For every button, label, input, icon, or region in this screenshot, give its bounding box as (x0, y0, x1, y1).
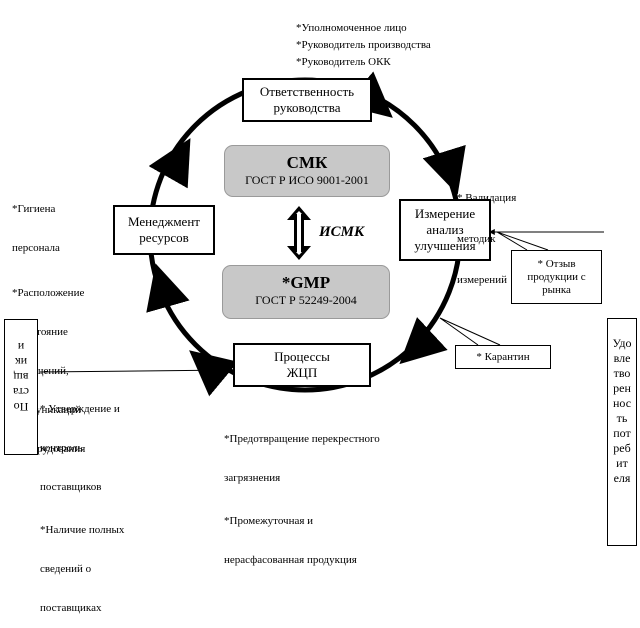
note-line: поставщиков (40, 481, 102, 493)
note-line: персонала (12, 242, 60, 254)
note-line: *Руководитель производства (296, 39, 431, 51)
box-lifecycle-processes-label: Процессы ЖЦП (274, 349, 330, 380)
smk-block: СМК ГОСТ Р ИСО 9001-2001 (224, 145, 390, 197)
smk-standard: ГОСТ Р ИСО 9001-2001 (245, 173, 369, 187)
box-product-recall-label: * Отзыв продукции с рынка (527, 257, 586, 296)
box-suppliers: По ста вщ ик и (4, 319, 38, 455)
note-line: *Гигиена (12, 203, 56, 215)
note-suppliers-approval: * Утверждение и контроль поставщиков *На… (40, 377, 124, 628)
note-line: *Руководитель ОКК (296, 56, 391, 68)
note-line: сведений о (40, 563, 92, 575)
cycle-arrow-left (146, 263, 190, 313)
note-line: поставщиках (40, 602, 102, 614)
box-lifecycle-processes: Процессы ЖЦП (233, 343, 371, 387)
cycle-arrow-bottom-right (399, 317, 448, 365)
note-line: * Валидация (457, 192, 517, 204)
note-line: *Предотвращение перекрестного (224, 433, 380, 445)
feedback-pointer (496, 231, 549, 251)
note-line: *Уполномоченное лицо (296, 22, 407, 34)
gmp-standard: ГОСТ Р 52249-2004 (255, 293, 357, 307)
note-line: контроль (40, 442, 83, 454)
note-authorized-persons: *Уполномоченное лицо *Руководитель произ… (296, 22, 431, 69)
note-line: нерасфасованная продукция (224, 554, 357, 566)
quarantine-pointer (439, 317, 501, 346)
note-line: измерений (457, 274, 507, 286)
box-consumer-satisfaction-label: Удо вле тво рен нос ть пот реб ит еля (612, 336, 632, 485)
box-management-responsibility: Ответственность руководства (242, 78, 372, 122)
double-arrow-icon (287, 206, 311, 260)
box-quarantine-label: * Карантин (476, 351, 530, 363)
note-line: *Наличие полных (40, 524, 125, 536)
box-measurement-analysis-label: Измерение анализ улучшения (414, 206, 476, 253)
box-suppliers-label: По ста вщ ик и (12, 340, 30, 414)
note-line: *Промежуточная и (224, 515, 314, 527)
note-line: методик (457, 233, 496, 245)
box-resource-management: Менеджмент ресурсов (113, 205, 215, 255)
box-management-responsibility-label: Ответственность руководства (259, 84, 355, 115)
note-cross-contamination: *Предотвращение перекрестного загрязнени… (224, 407, 380, 580)
box-measurement-analysis: Измерение анализ улучшения (399, 199, 491, 261)
box-product-recall: * Отзыв продукции с рынка (511, 250, 602, 304)
cycle-arrow-right (422, 144, 466, 195)
note-line: *Расположение (12, 287, 85, 299)
suppliers-connector (39, 367, 234, 374)
ismk-label: ИСМК (319, 224, 365, 240)
box-consumer-satisfaction: Удо вле тво рен нос ть пот реб ит еля (607, 318, 637, 546)
note-validation: * Валидация методик измерений (457, 166, 516, 300)
note-line: * Утверждение и (40, 403, 120, 415)
note-line: загрязнения (224, 472, 281, 484)
box-quarantine: * Карантин (455, 345, 551, 369)
gmp-block: *GMP ГОСТ Р 52249-2004 (222, 265, 390, 319)
box-resource-management-label: Менеджмент ресурсов (128, 214, 200, 245)
gmp-title: *GMP (281, 273, 331, 292)
cycle-arrow-top-left (148, 138, 191, 189)
cycle-arrow-bottom-left (189, 350, 239, 397)
smk-title: СМК (286, 153, 328, 172)
cycle-arrow-top-right (344, 71, 393, 118)
